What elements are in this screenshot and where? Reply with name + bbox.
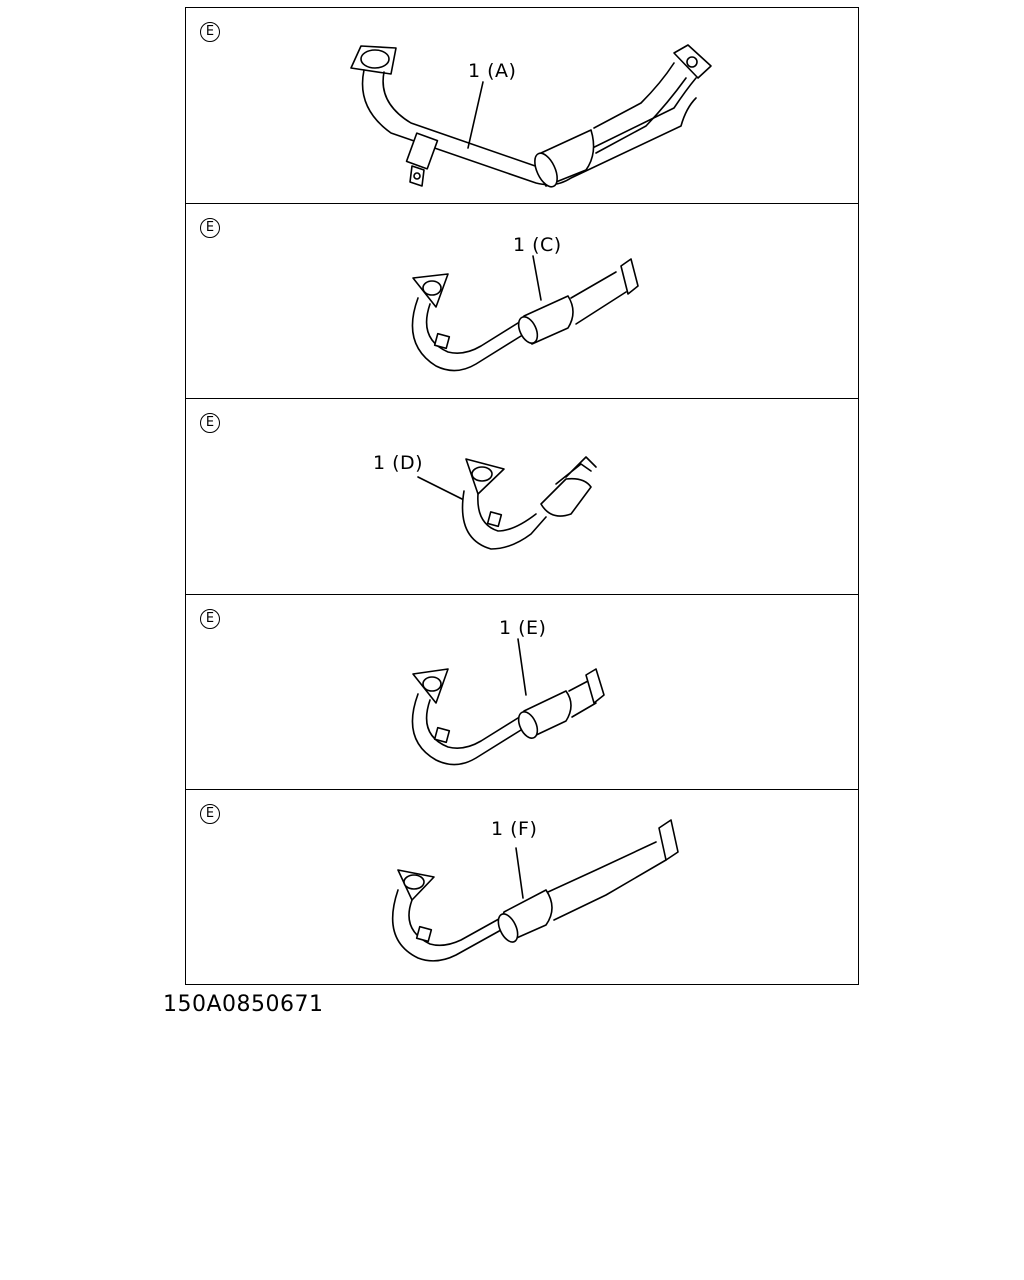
marker-e: E: [200, 217, 220, 238]
exhaust-pipe-d-drawing: [417, 456, 597, 550]
marker-e: E: [200, 22, 220, 42]
marker-e: E: [200, 804, 220, 825]
marker-e: E: [200, 413, 220, 434]
panel-variant-e: E 1 (E): [186, 595, 858, 791]
callout-label: 1 (A): [468, 60, 517, 82]
marker-e: E: [200, 608, 220, 629]
callout-label: 1 (D): [373, 452, 424, 475]
panel-variant-f: E 1 (F): [186, 790, 858, 986]
panel-variant-d: E 1 (D): [186, 399, 858, 595]
panel-variant-c: E 1 (C): [186, 204, 858, 400]
panel-variant-a: E 1 (A): [186, 8, 858, 204]
exhaust-pipe-c-drawing: [411, 254, 639, 371]
exhaust-pipe-a-drawing: [350, 44, 712, 188]
callout-label: 1 (F): [491, 818, 538, 841]
figure-code: 150A0850671: [163, 992, 324, 1017]
exhaust-pipe-e-drawing: [411, 637, 605, 766]
exhaust-pipe-f-drawing: [391, 819, 679, 963]
callout-label: 1 (E): [499, 616, 547, 639]
callout-label: 1 (C): [513, 233, 562, 256]
diagram-frame: E 1 (A) E 1 (C): [185, 7, 859, 985]
